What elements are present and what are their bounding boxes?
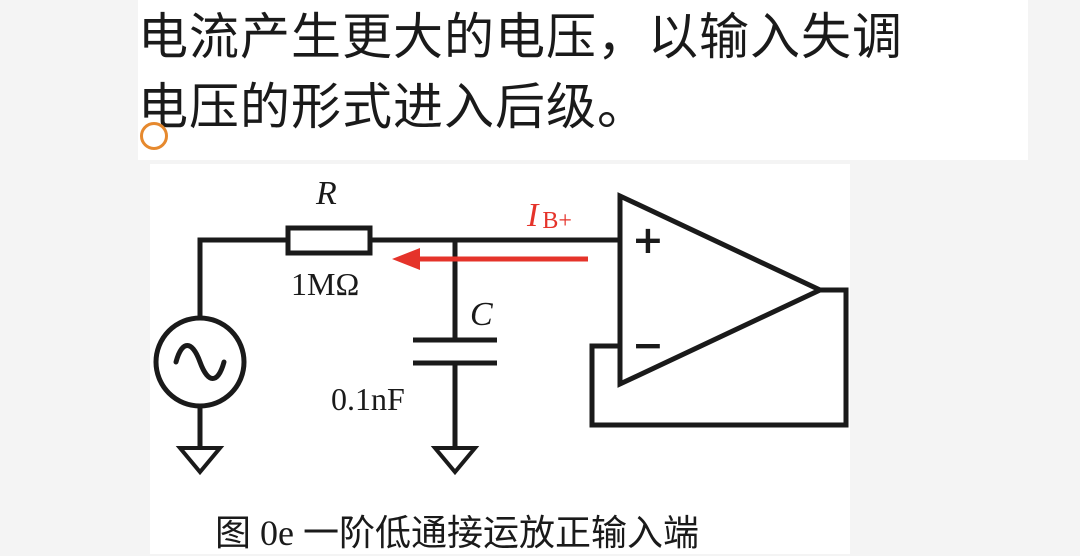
- capacitor-value-label: 0.1nF: [331, 381, 405, 417]
- pointer-cursor-icon: [140, 122, 168, 150]
- sine-wave-icon: [173, 343, 227, 381]
- capacitor-label: C: [470, 296, 493, 333]
- wire-left-vertical: [197, 237, 291, 321]
- figure-caption: 图 0e 一阶低通接运放正输入端: [215, 513, 699, 553]
- ground-icon-right: [430, 446, 480, 476]
- wire-feedback: [589, 287, 849, 428]
- text-line-2: 电压的形式进入后级。: [138, 78, 648, 136]
- slide-text-block: 电流产生更大的电压，以输入失调 电压的形式进入后级。: [138, 0, 1028, 160]
- circuit-figure-background: [150, 164, 850, 554]
- opamp-minus-sign: −: [632, 323, 664, 367]
- ground-icon-left: [175, 446, 225, 476]
- opamp-symbol: [617, 192, 826, 388]
- resistor-value-label: 1MΩ: [291, 266, 359, 302]
- resistor-label: R: [315, 175, 337, 212]
- current-arrow-head: [392, 248, 420, 270]
- current-label: I B+: [526, 197, 572, 234]
- opamp-plus-sign: +: [632, 218, 664, 262]
- text-line-1: 电流产生更大的电压，以输入失调: [138, 8, 903, 66]
- current-label-main: I: [526, 197, 540, 234]
- current-label-sub: B+: [542, 208, 572, 234]
- resistor-symbol: [285, 225, 373, 256]
